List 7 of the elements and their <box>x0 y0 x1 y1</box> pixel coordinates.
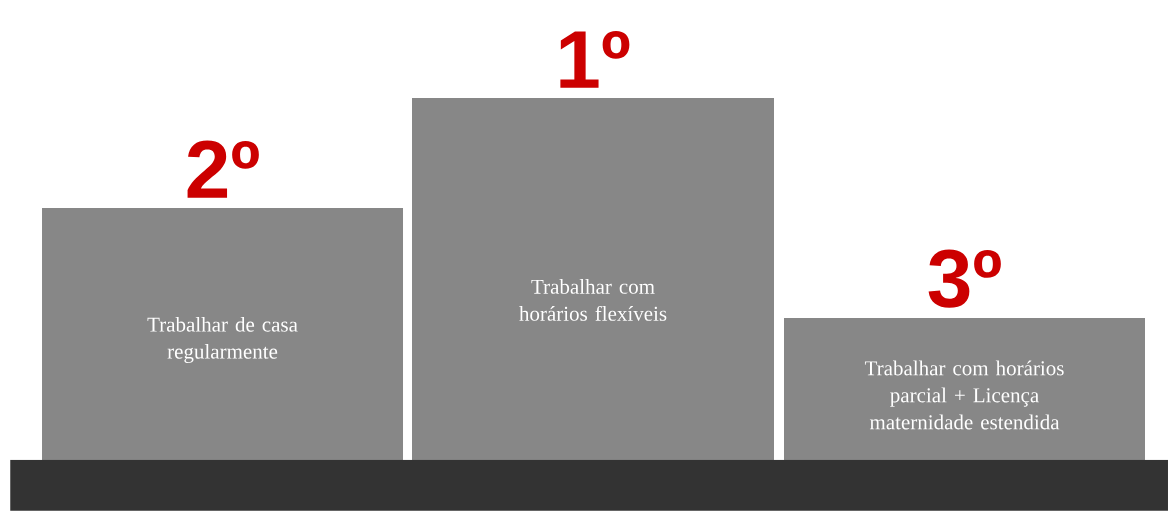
block-label: Trabalhar de casa regularmente <box>147 316 298 364</box>
block-label: Trabalhar com horários flexíveis <box>519 279 667 321</box>
podium-base <box>10 459 1168 511</box>
rank-number: 1º <box>560 31 630 88</box>
rank-number: 2º <box>187 140 259 198</box>
rank-number: 3º <box>928 249 1001 308</box>
block-label: Trabalhar com horários parcial + Licença maternidade estendida <box>864 360 1064 430</box>
